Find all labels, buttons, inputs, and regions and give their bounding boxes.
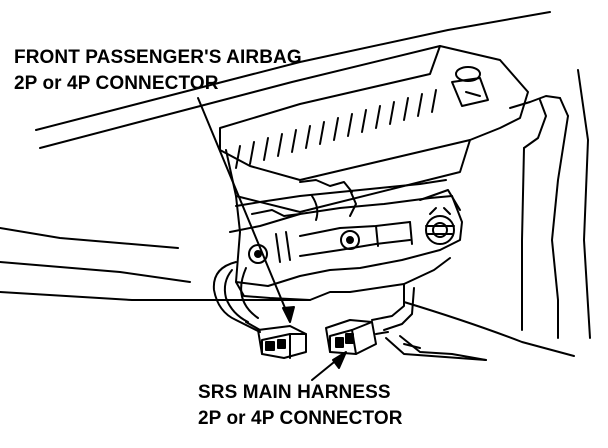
bracket-srs	[385, 337, 487, 361]
srs-harness-connector-label: SRS MAIN HARNESS 2P or 4P CONNECTOR	[198, 380, 403, 432]
srs-connector	[325, 319, 389, 355]
arrow-head-srs	[332, 351, 347, 369]
leader-lines	[197, 97, 487, 381]
airbag-housing	[219, 45, 591, 339]
srs-harness-label-line2: 2P or 4P CONNECTOR	[198, 408, 403, 429]
airbag-connector	[245, 321, 307, 359]
srs-harness-label-line1: SRS MAIN HARNESS	[198, 382, 391, 403]
wiring-harness	[212, 261, 487, 361]
front-airbag-label-line1: FRONT PASSENGER'S AIRBAG	[14, 47, 302, 68]
front-airbag-label-line2: 2P or 4P CONNECTOR	[14, 73, 219, 94]
front-airbag-connector-label: FRONT PASSENGER'S AIRBAG 2P or 4P CONNEC…	[14, 45, 302, 97]
arrow-head-airbag	[282, 306, 295, 323]
inflator-bracket	[229, 179, 463, 301]
leader-airbag	[197, 97, 291, 321]
dashboard-outline	[0, 11, 575, 357]
